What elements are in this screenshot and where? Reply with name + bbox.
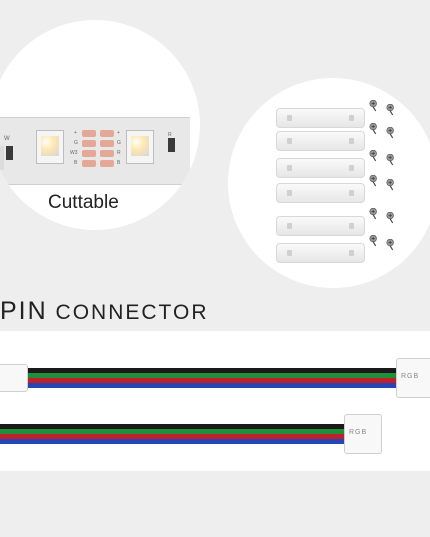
connector-left-top	[0, 364, 28, 392]
led-chip	[36, 130, 64, 164]
connector-print-bottom: RGB	[349, 429, 368, 436]
mounting-clip	[276, 131, 365, 151]
screw-icon	[386, 239, 394, 251]
connector-cables-panel: RGB RGB	[0, 331, 430, 471]
solder-pad	[82, 150, 96, 157]
chip-mark-right: R	[168, 132, 172, 138]
led-strip-circle: W + G W3 B + G R B R Cuttable	[0, 20, 200, 230]
pad-label-g: G	[74, 140, 78, 146]
led-strip: W + G W3 B + G R B R	[0, 117, 190, 185]
product-heading: PIN CONNECTOR	[0, 297, 208, 326]
solder-pad	[82, 130, 96, 137]
heading-pin: PIN	[0, 297, 48, 325]
wire-black	[0, 424, 350, 429]
mounting-clip	[276, 216, 365, 236]
screw-icon	[369, 123, 377, 135]
screw-icon	[386, 179, 394, 191]
chip-mark-left: W	[4, 136, 10, 142]
screw-icon	[386, 127, 394, 139]
screw-icon	[369, 175, 377, 187]
pad-label-plus-right: +	[117, 130, 120, 136]
wire-blue	[0, 439, 350, 444]
screw-icon	[369, 150, 377, 162]
resistor	[6, 146, 13, 160]
wire-bundle-top	[0, 368, 410, 388]
solder-pad	[100, 160, 114, 167]
screw-icon	[386, 154, 394, 166]
wire-red	[0, 434, 350, 439]
mounting-clip	[276, 243, 365, 263]
solder-pad	[82, 160, 96, 167]
solder-pad	[100, 130, 114, 137]
wire-blue	[0, 383, 410, 388]
led-chip-partial-left	[0, 146, 4, 170]
pad-label-plus: +	[74, 130, 77, 136]
resistor	[168, 138, 175, 152]
led-chip	[126, 130, 154, 164]
connector-print-top: RGB	[401, 373, 420, 380]
screw-icon	[386, 212, 394, 224]
pad-label-b-right: B	[117, 160, 121, 166]
mounting-clip	[276, 108, 365, 128]
wire-green	[0, 373, 410, 378]
wire-red	[0, 378, 410, 383]
heading-connector: CONNECTOR	[55, 301, 209, 324]
wire-bundle-bottom	[0, 424, 350, 444]
pad-label-g-right: G	[117, 140, 121, 146]
wire-black	[0, 368, 410, 373]
screw-icon	[386, 104, 394, 116]
solder-pad	[100, 140, 114, 147]
screw-icon	[369, 208, 377, 220]
solder-pad	[82, 140, 96, 147]
pad-label-r-right: R	[117, 150, 121, 156]
mounting-clip	[276, 158, 365, 178]
connector-right-top: RGB	[396, 358, 430, 398]
mounting-clip	[276, 183, 365, 203]
wire-green	[0, 429, 350, 434]
screw-icon	[369, 100, 377, 112]
pad-label-b: B	[74, 160, 78, 166]
pad-side-mark: W3	[70, 150, 78, 156]
cuttable-label: Cuttable	[48, 192, 119, 213]
solder-pad	[100, 150, 114, 157]
connector-right-bottom: RGB	[344, 414, 382, 454]
screw-icon	[369, 235, 377, 247]
